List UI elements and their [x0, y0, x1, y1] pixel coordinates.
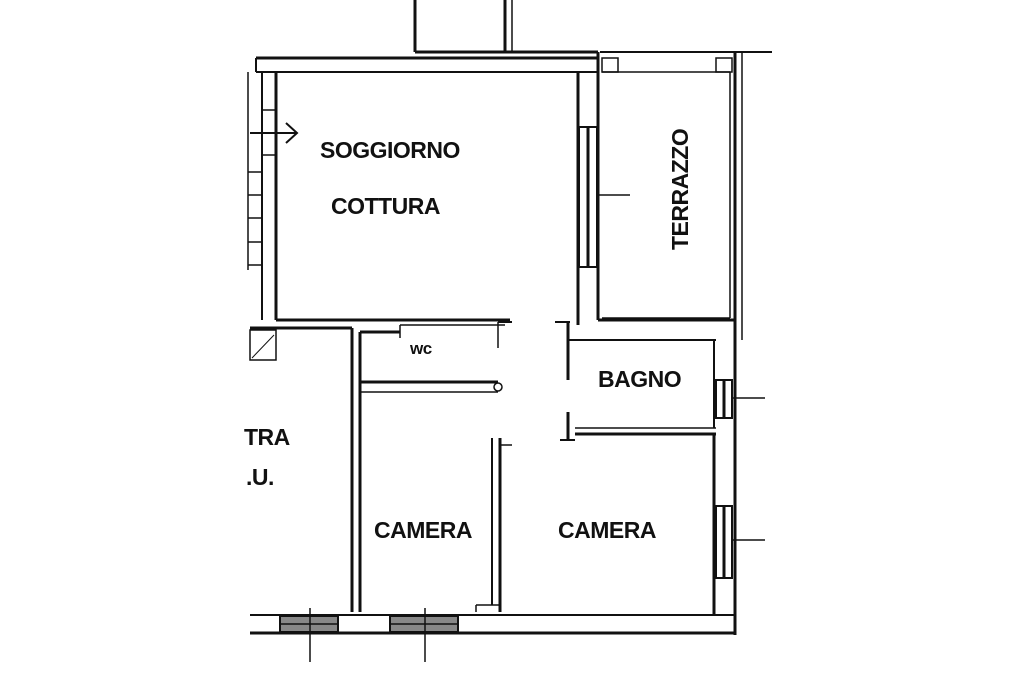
entrance-arrow-icon: [250, 122, 299, 144]
bedroom-right-window: [715, 505, 765, 579]
neighbor-label-line2: .U.: [246, 464, 274, 490]
bottom-window-left: [279, 608, 339, 662]
kitchen-label: COTTURA: [331, 193, 440, 219]
landing-walls: [413, 0, 772, 54]
terrace-railing: [601, 57, 733, 319]
stair-lines: [247, 72, 262, 270]
bathroom-walls: [555, 321, 716, 441]
bottom-window-right: [389, 608, 459, 662]
bedroom-left-walls: [475, 438, 512, 612]
neighbor-walls: [249, 326, 354, 612]
neighbor-label-line1: TRA: [244, 424, 290, 450]
outer-walls: [250, 52, 743, 635]
bathroom-window: [715, 379, 765, 419]
living-room-label: SOGGIORNO: [320, 137, 460, 163]
wc-label: wc: [409, 339, 432, 358]
bedroom-right-label: CAMERA: [558, 517, 656, 543]
bedroom-left-label: CAMERA: [374, 517, 472, 543]
terrace-window: [578, 126, 630, 268]
bathroom-label: BAGNO: [598, 366, 681, 392]
wc-walls: [358, 321, 512, 612]
terrace-label: TERRAZZO: [667, 129, 693, 250]
